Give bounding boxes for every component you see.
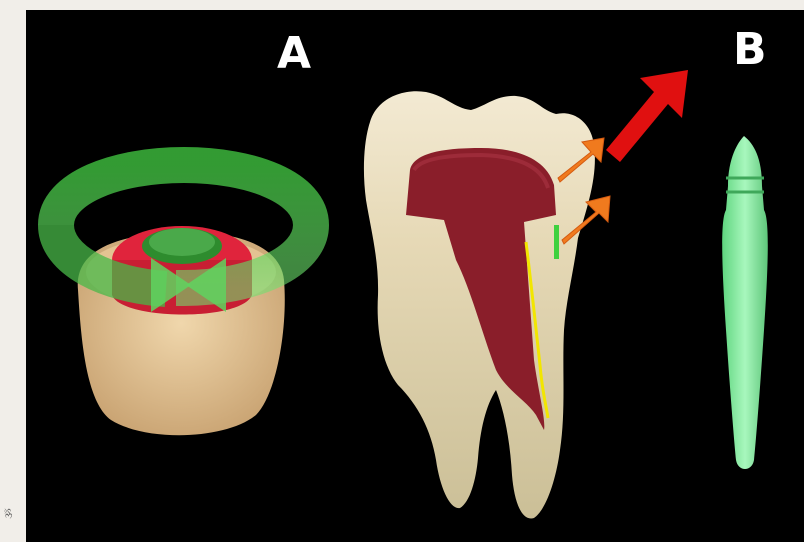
die-model xyxy=(78,226,285,435)
panel-label-a: A xyxy=(277,32,311,76)
molar-tooth xyxy=(364,91,595,518)
red-arrow-icon xyxy=(606,70,688,162)
ferrule-green-mark xyxy=(554,225,559,259)
page-side-strip: ૐ xyxy=(0,0,26,542)
side-strip-glyph: ૐ xyxy=(4,508,15,519)
figure-panel: A B xyxy=(26,10,804,542)
fiber-post xyxy=(722,136,768,469)
panel-label-b: B xyxy=(733,28,767,72)
figure-illustration xyxy=(26,10,804,542)
